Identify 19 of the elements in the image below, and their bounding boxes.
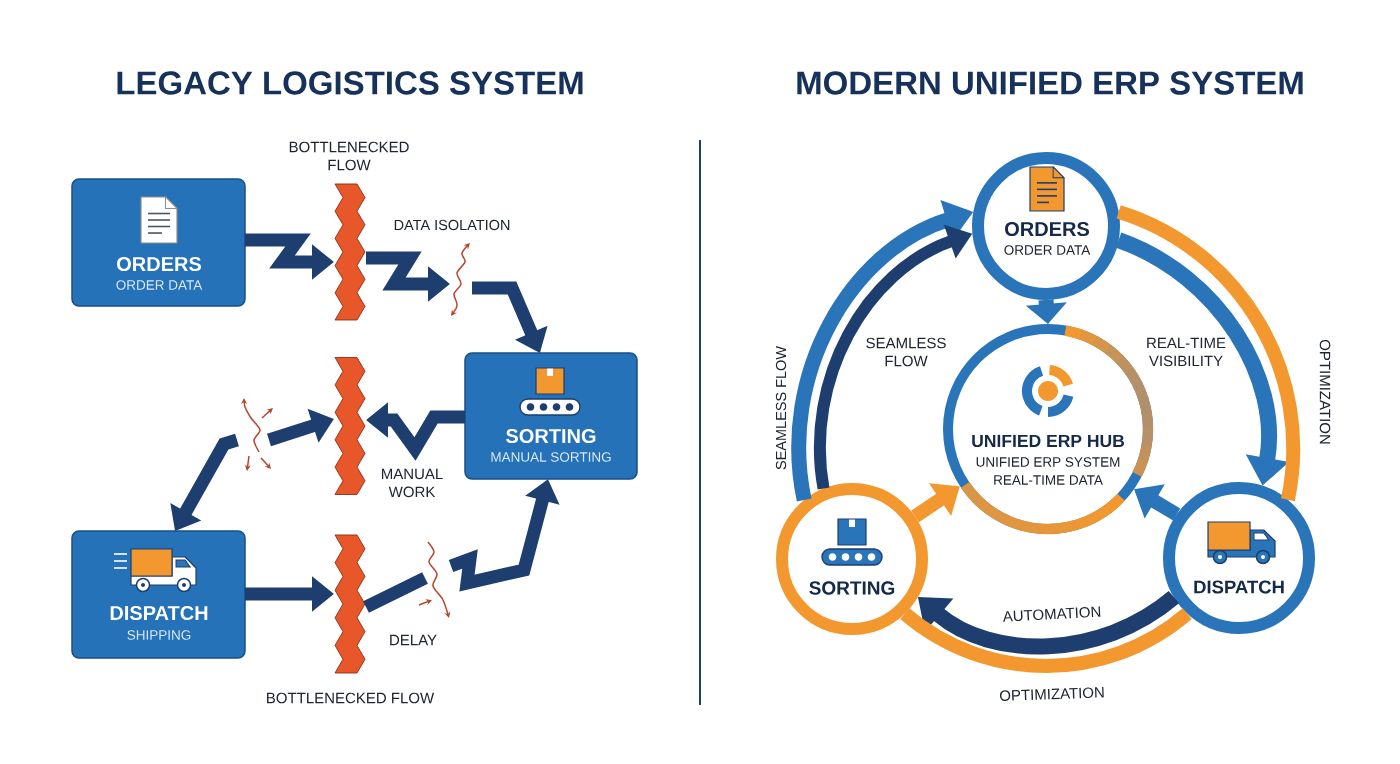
edge-label: SEAMLESS FLOW [864,336,948,368]
connector-band [900,608,1192,673]
edge-label: REAL-TIME VISIBILITY [1145,336,1227,368]
panel-title: MODERN UNIFIED ERP SYSTEM [797,71,1303,95]
caption-text: DELAY [390,634,437,646]
edge-label: AUTOMATION [1001,605,1103,623]
edge-label: OPTIMIZATION [998,685,1106,703]
process-box: ORDERS ORDER DATA [71,178,246,307]
edge-label: OPTIMIZATION [1318,338,1332,446]
caption-text: BOTTLENECKED FLOW [267,692,435,704]
process-box: SORTING MANUAL SORTING [464,352,638,480]
caption-text: DATA ISOLATION [394,219,510,231]
caption-text: BOTTLENECKED FLOW [289,141,409,171]
connector-band [363,572,428,613]
edge-label: SEAMLESS FLOW [774,344,788,472]
squiggle-arrows [240,398,273,471]
caption-text: MANUAL WORK [381,468,443,498]
panel-title: LEGACY LOGISTICS SYSTEM [117,71,583,95]
connector-band [1116,205,1300,501]
